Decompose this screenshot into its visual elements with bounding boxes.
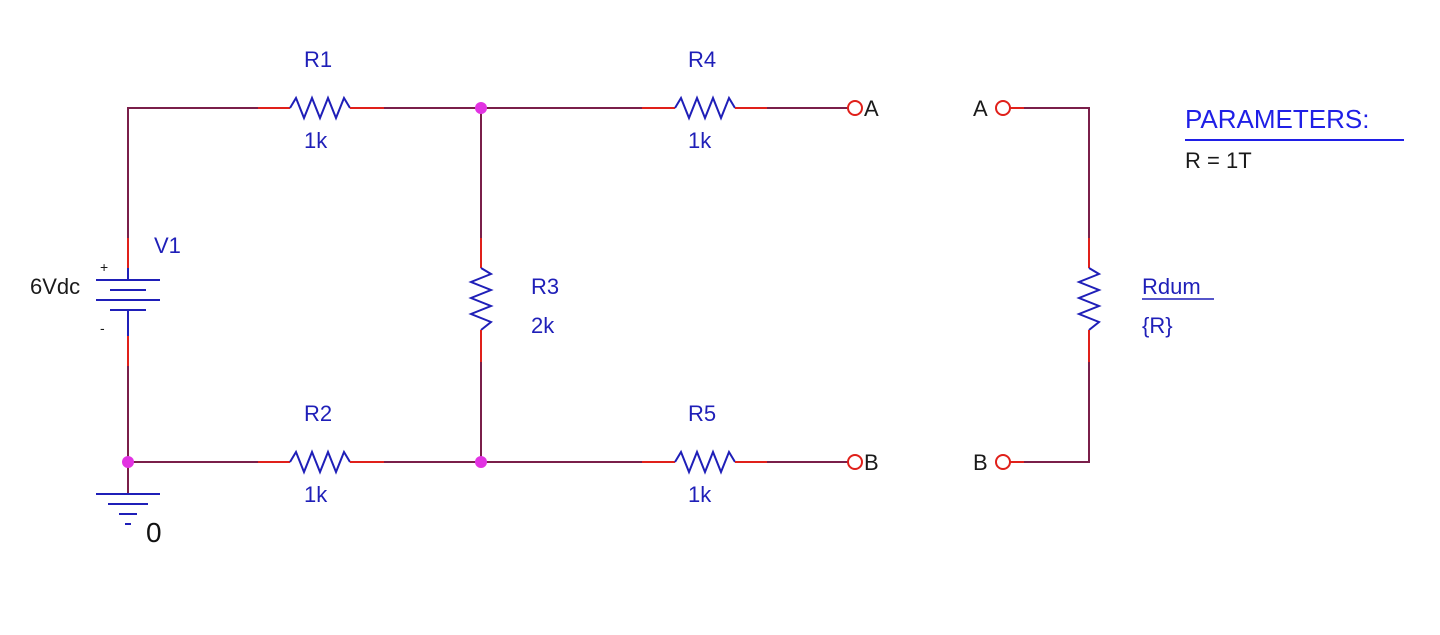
port-b-left[interactable] bbox=[847, 454, 863, 470]
ground-label: 0 bbox=[146, 517, 162, 548]
resistor-r4[interactable] bbox=[642, 95, 768, 121]
ground-symbol[interactable] bbox=[96, 493, 160, 525]
r5-name: R5 bbox=[688, 401, 716, 426]
port-b-left-label: B bbox=[864, 450, 879, 475]
r5-value: 1k bbox=[688, 482, 712, 507]
wires bbox=[127, 107, 1090, 493]
r4-value: 1k bbox=[688, 128, 712, 153]
port-b-right-label: B bbox=[973, 450, 988, 475]
resistor-r1[interactable] bbox=[258, 95, 384, 121]
r2-name: R2 bbox=[304, 401, 332, 426]
port-a-right[interactable] bbox=[995, 100, 1011, 116]
port-a-left-label: A bbox=[864, 96, 879, 121]
parameters-entry: R = 1T bbox=[1185, 148, 1252, 173]
parameters-block[interactable]: PARAMETERS: R = 1T bbox=[1185, 104, 1404, 173]
parameters-title: PARAMETERS: bbox=[1185, 104, 1369, 134]
resistor-r5[interactable] bbox=[642, 449, 768, 475]
junction-ground bbox=[122, 456, 134, 468]
port-a-left[interactable] bbox=[847, 100, 863, 116]
port-a-right-label: A bbox=[973, 96, 988, 121]
rdum-value: {R} bbox=[1142, 313, 1173, 338]
junction-bottom bbox=[475, 456, 487, 468]
v1-minus-sign: - bbox=[100, 320, 105, 336]
v1-name: V1 bbox=[154, 233, 181, 258]
voltage-source-v1[interactable] bbox=[96, 238, 160, 366]
v1-plus-sign: + bbox=[100, 259, 108, 275]
resistor-r3[interactable] bbox=[468, 238, 494, 362]
rdum-name: Rdum bbox=[1142, 274, 1201, 299]
r4-name: R4 bbox=[688, 47, 716, 72]
r1-value: 1k bbox=[304, 128, 328, 153]
v1-value: 6Vdc bbox=[30, 274, 80, 299]
port-b-right[interactable] bbox=[995, 454, 1011, 470]
wire-v1-top bbox=[127, 107, 259, 239]
wire-rdum-bottom bbox=[1023, 361, 1090, 463]
r2-value: 1k bbox=[304, 482, 328, 507]
r3-name: R3 bbox=[531, 274, 559, 299]
resistor-r2[interactable] bbox=[258, 449, 384, 475]
wire-rdum-top bbox=[1023, 107, 1090, 239]
resistor-rdum[interactable] bbox=[1076, 238, 1102, 362]
r3-value: 2k bbox=[531, 313, 555, 338]
r1-name: R1 bbox=[304, 47, 332, 72]
junction-top bbox=[475, 102, 487, 114]
